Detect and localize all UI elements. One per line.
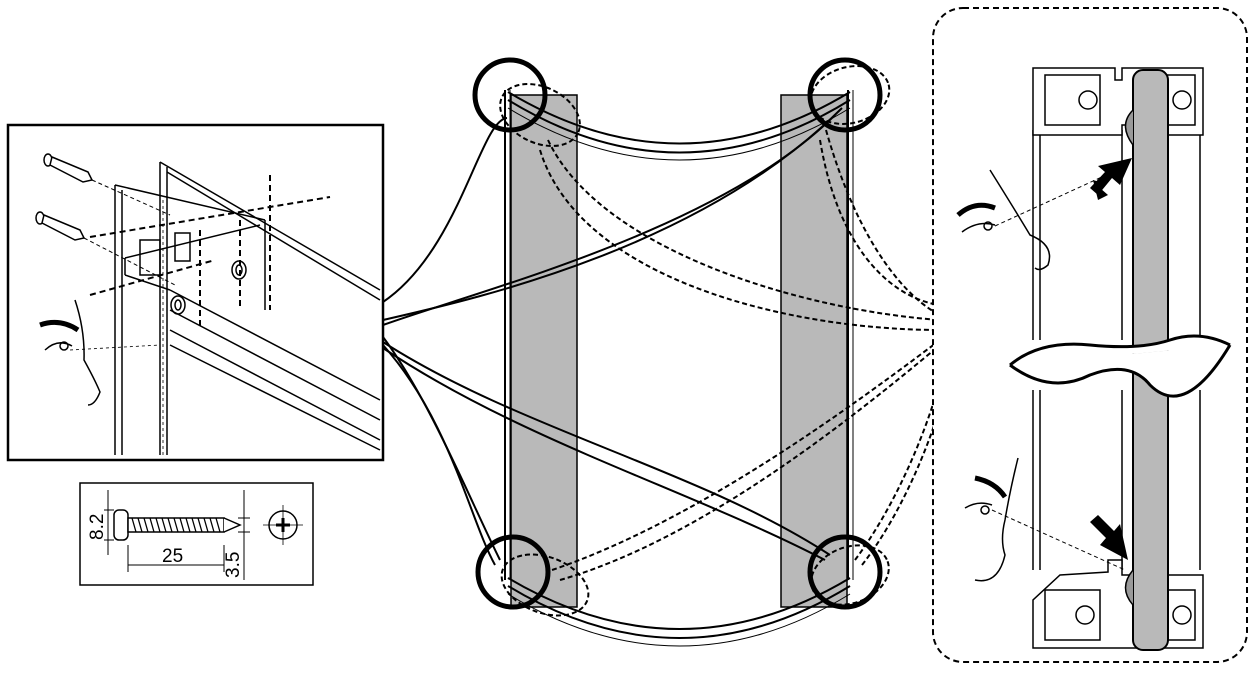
shower-enclosure-drawing bbox=[504, 90, 854, 647]
left-detail-panel bbox=[6, 123, 385, 462]
corner-marker-bottom-left bbox=[475, 534, 551, 610]
phillips-head-icon bbox=[263, 505, 303, 545]
screw-shank-dimension: 3.5 bbox=[223, 552, 244, 578]
eye-icon bbox=[956, 169, 1051, 271]
corner-marker-top-right bbox=[807, 57, 883, 133]
callout-leaders-left bbox=[382, 107, 843, 566]
eye-icon bbox=[39, 299, 101, 406]
corner-marker-top-left bbox=[472, 57, 548, 133]
right-glass-panel bbox=[780, 94, 848, 608]
right-detail-panel bbox=[932, 7, 1248, 663]
screw-length-dimension: 25 bbox=[162, 546, 183, 567]
screw-icon bbox=[35, 153, 94, 241]
corner-markers bbox=[472, 57, 891, 617]
arrow-icon bbox=[1090, 515, 1128, 560]
left-glass-panel bbox=[510, 94, 578, 608]
screw-head-dimension: 8.2 bbox=[87, 514, 108, 540]
corner-marker-bottom-right bbox=[807, 534, 883, 610]
callout-leaders-right bbox=[539, 129, 944, 581]
eye-icon bbox=[964, 457, 1019, 582]
arrow-icon bbox=[1093, 160, 1130, 200]
screw-spec-panel: 8.2 25 3.5 bbox=[79, 482, 314, 586]
